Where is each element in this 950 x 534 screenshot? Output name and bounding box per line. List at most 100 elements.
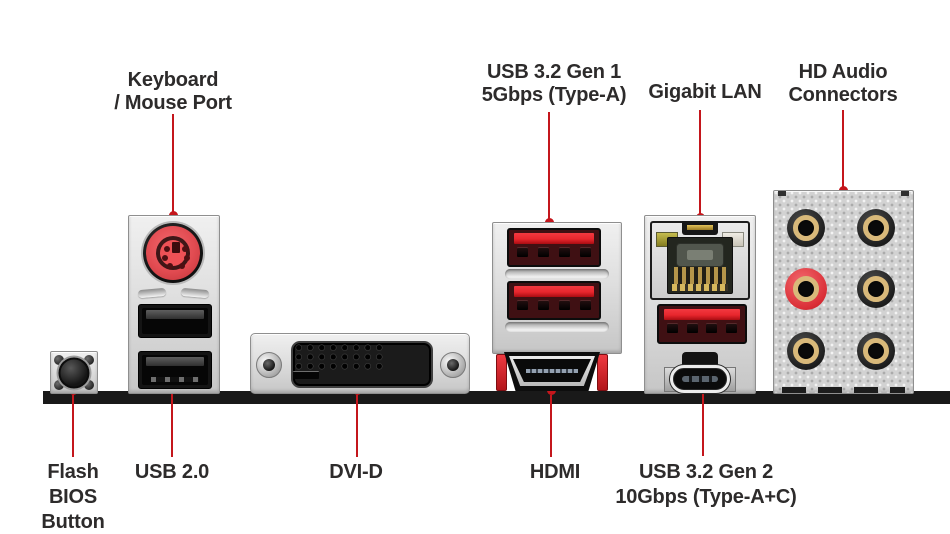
usb-pin — [580, 300, 591, 310]
callout-label: DVI-D — [329, 461, 383, 483]
callout-label: USB 2.0 — [134, 461, 210, 483]
jack-gold-ring — [863, 215, 889, 241]
usb-tongue-red — [664, 309, 740, 320]
leader-line-audio — [842, 110, 844, 190]
jack-gold-ring — [793, 338, 819, 364]
usb-pin — [517, 247, 528, 257]
hdmi-body — [504, 352, 600, 391]
leader-line-usb-gen2 — [702, 388, 704, 456]
callout-label: / Mouse Port — [114, 92, 232, 114]
audio-jack-top-left — [787, 209, 825, 247]
ps2-core — [160, 240, 190, 269]
callout-usb-3-2-gen-2: USB 3.2 Gen 2 10Gbps (Type-A+C) — [596, 460, 816, 510]
usb-pin — [517, 300, 528, 310]
usb3-gen1-port-bottom — [507, 281, 601, 320]
ps2-inner-ring — [156, 236, 190, 270]
panel-notch — [901, 191, 909, 196]
callout-gigabit-lan: Gigabit LAN — [595, 81, 815, 104]
usb-pins — [151, 377, 199, 382]
ps2-pin — [167, 263, 173, 269]
panel-notch — [778, 191, 786, 196]
usb-opening — [142, 355, 208, 385]
lan-usb-block — [644, 215, 756, 394]
ps2-port — [143, 223, 203, 283]
usb-tongue-red — [514, 233, 594, 244]
callout-hd-audio: HD Audio Connectors — [733, 61, 950, 107]
hdmi-flange-left — [496, 354, 507, 391]
hdmi-contacts — [526, 368, 578, 373]
jack-gold-ring — [863, 338, 889, 364]
leader-line-keyboard-mouse — [172, 114, 174, 215]
leader-line-dvi — [356, 395, 358, 457]
usb2-port-top — [138, 304, 212, 338]
dvi-d-port — [250, 333, 470, 394]
callout-usb-2-0: USB 2.0 — [62, 460, 282, 485]
rj45-panel-window — [687, 250, 713, 260]
jack-gold-ring — [793, 215, 819, 241]
callout-label: 10Gbps (Type-A+C) — [615, 486, 797, 508]
callout-label: HD Audio — [798, 61, 888, 83]
usb-tongue — [146, 357, 204, 366]
hdmi-flange-right — [597, 354, 608, 391]
jack-gold-ring — [863, 276, 889, 302]
dvi-screw-right — [440, 352, 466, 378]
callout-label: Button — [41, 511, 105, 533]
usbc-contacts — [682, 376, 718, 382]
ps2-pin — [164, 246, 170, 252]
dvi-blade-slot — [293, 371, 319, 379]
button-cap — [58, 357, 90, 388]
usb-pin — [559, 300, 570, 310]
button-corner-pin — [84, 380, 94, 390]
usb3-gen2-typea-port — [657, 304, 747, 344]
audio-jack-mid-right — [857, 270, 895, 308]
ps2-key-slot — [172, 242, 180, 253]
callout-label: 5Gbps (Type-A) — [481, 84, 627, 106]
hdmi-bezel — [509, 356, 595, 386]
ps2-pin — [162, 255, 168, 261]
button-corner-pin — [54, 355, 64, 365]
callout-label: HDMI — [529, 461, 581, 483]
panel-feet — [782, 387, 905, 393]
leader-line-hdmi — [550, 395, 552, 457]
chrome-wing — [137, 287, 167, 299]
usb-tongue — [146, 310, 204, 319]
callout-label: USB 3.2 Gen 2 — [638, 461, 774, 483]
usb-pin — [686, 323, 698, 333]
callout-label: USB 3.2 Gen 1 — [486, 61, 622, 83]
rj45-opening — [667, 237, 733, 294]
callout-hdmi: HDMI — [445, 460, 665, 485]
motherboard-edge-bar — [43, 391, 950, 404]
callout-label: BIOS — [48, 486, 98, 508]
ps2-pin — [182, 246, 188, 252]
leader-line-flash-bios — [72, 395, 74, 457]
usb-pin — [580, 247, 591, 257]
dvi-connector — [291, 341, 433, 388]
usb-pin — [667, 323, 678, 333]
callout-dvi-d: DVI-D — [246, 460, 466, 485]
hdmi-port — [496, 352, 608, 392]
usb-pins — [517, 300, 591, 315]
audio-jack-bottom-right — [857, 332, 895, 370]
rj45-gold-contacts — [672, 284, 728, 291]
usb-pin — [538, 247, 549, 257]
ps2-red-ring — [146, 226, 200, 280]
panel-groove — [505, 322, 609, 332]
callout-label: Gigabit LAN — [648, 81, 762, 103]
usb3-gen1-port-top — [507, 228, 601, 267]
usb-pin — [706, 323, 718, 333]
dvi-pin-grid — [293, 343, 385, 371]
panel-groove — [505, 269, 609, 279]
dvi-screw-left — [256, 352, 282, 378]
usbc-top-tab — [682, 352, 718, 367]
callout-label: Keyboard — [127, 69, 219, 91]
jack-gold-ring — [793, 276, 819, 302]
audio-jack-top-right — [857, 209, 895, 247]
screw-hole — [263, 359, 275, 371]
usb-pin — [725, 323, 737, 333]
callout-label: Connectors — [788, 84, 898, 106]
ps2-usb2-block — [128, 215, 220, 394]
usb3-gen2-typec-port — [664, 352, 736, 393]
flash-bios-button — [50, 351, 98, 394]
leader-line-lan — [699, 110, 701, 217]
